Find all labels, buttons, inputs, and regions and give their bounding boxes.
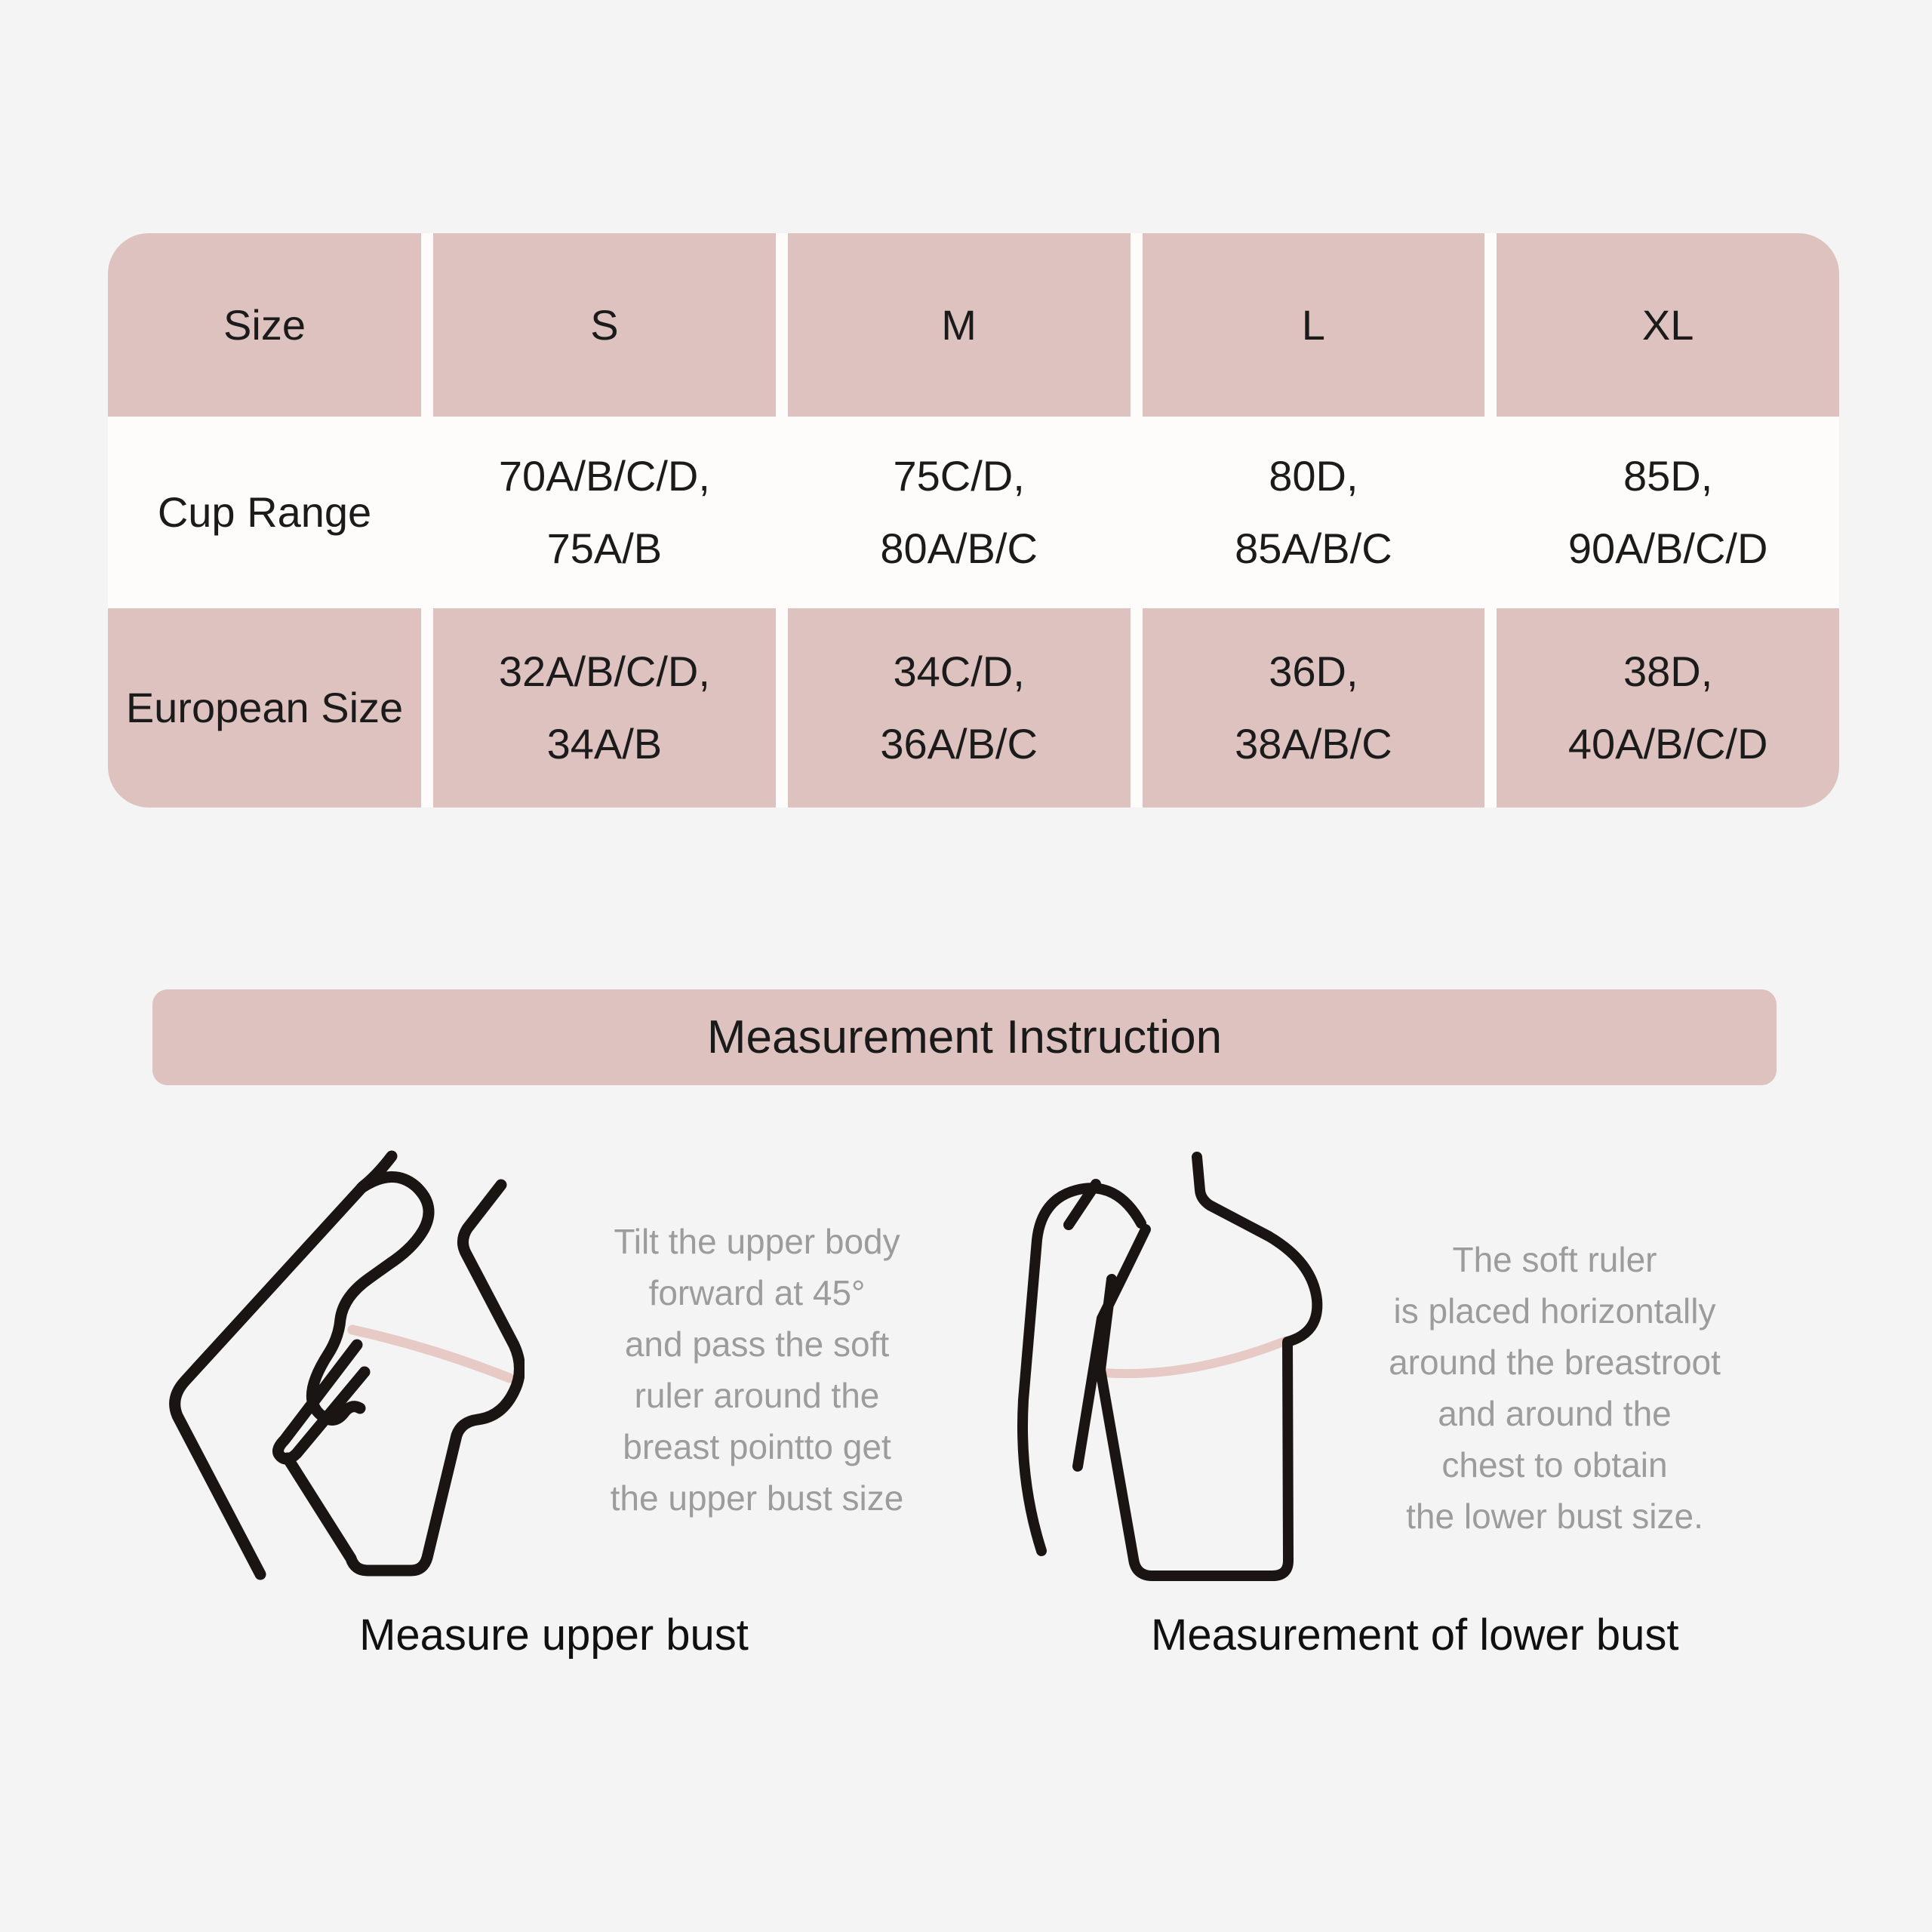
size-table: Size S M L XL Cup Range 70A/B/C/D, 75A/B… (108, 233, 1839, 808)
row-label-cup-range: Cup Range (108, 417, 421, 608)
cell-european-xl: 38D, 40A/B/C/D (1497, 608, 1839, 808)
instruction-line: is placed horizontally (1393, 1291, 1716, 1331)
cell-line: 36D, (1269, 648, 1358, 695)
cell-european-l: 36D, 38A/B/C (1142, 608, 1485, 808)
cell-line: 34A/B (546, 720, 663, 768)
table-header-xl-label: XL (1641, 300, 1694, 349)
cell-line: 38A/B/C (1235, 720, 1392, 768)
cell-cup-range-m: 75C/D, 80A/B/C (788, 417, 1131, 608)
instruction-line: The soft ruler (1452, 1240, 1657, 1279)
instruction-line: and pass the soft (624, 1324, 890, 1364)
cell-european-m: 34C/D, 36A/B/C (787, 608, 1131, 808)
torso-body-outline (1095, 1231, 1323, 1581)
cell-cup-range-l: 80D, 85A/B/C (1143, 417, 1485, 608)
cell-line: 75C/D, (893, 452, 1025, 500)
caption-text: Measure upper bust (359, 1611, 749, 1660)
bent-figure-illustration (169, 1150, 525, 1580)
caption-measure-upper-bust: Measure upper bust (328, 1609, 780, 1662)
torso-figure-illustration (1017, 1152, 1323, 1581)
figure-head-chest-line (306, 1171, 435, 1426)
cell-line: 32A/B/C/D, (498, 648, 710, 695)
instruction-line: forward at 45° (648, 1273, 866, 1312)
table-header-xl: XL (1497, 233, 1839, 417)
torso-right-strap-line (1192, 1152, 1274, 1241)
cell-line: 40A/B/C/D (1567, 720, 1768, 768)
upper-bust-instruction-text: Tilt the upper body forward at 45° and p… (531, 1216, 983, 1524)
cell-line: 80D, (1269, 452, 1358, 500)
cell-cup-range-s: 70A/B/C/D, 75A/B (433, 417, 776, 608)
instruction-line: Tilt the upper body (614, 1222, 900, 1261)
cell-line: 70A/B/C/D, (498, 452, 710, 500)
table-header-l: L (1142, 233, 1485, 417)
cell-cup-range-xl: 85D, 90A/B/C/D (1497, 417, 1839, 608)
caption-measurement-lower-bust: Measurement of lower bust (1151, 1609, 1679, 1662)
cell-line: 38D, (1623, 648, 1713, 695)
cell-line: 90A/B/C/D (1567, 525, 1768, 572)
caption-text: Measurement of lower bust (1151, 1611, 1679, 1660)
table-header-s: S (433, 233, 776, 417)
measuring-tape-line (1098, 1337, 1290, 1379)
cell-line: 36A/B/C (880, 720, 1038, 768)
instruction-line: breast pointto get (623, 1427, 891, 1466)
instruction-line: the upper bust size (610, 1478, 904, 1518)
figure-back-leg-line (169, 1150, 398, 1580)
torso-arm-outer-line (1017, 1183, 1146, 1556)
table-header-size-label: Size (223, 300, 306, 349)
instruction-line: the lower bust size. (1406, 1497, 1703, 1536)
instruction-line: ruler around the (634, 1376, 880, 1415)
cell-line: 75A/B (546, 525, 663, 572)
cell-line: 34C/D, (893, 648, 1025, 695)
cell-european-s: 32A/B/C/D, 34A/B (433, 608, 776, 808)
instruction-line: and around the (1438, 1394, 1672, 1433)
table-header-s-label: S (590, 300, 619, 349)
cell-line: 85D, (1623, 452, 1713, 500)
figure-hip-thigh-line (281, 1179, 525, 1577)
measuring-tape-line (347, 1324, 515, 1383)
table-header-m: M (787, 233, 1131, 417)
european-size-label: European Size (125, 684, 404, 731)
instruction-line: chest to obtain (1441, 1445, 1668, 1484)
instruction-line: around the breastroot (1389, 1343, 1721, 1382)
measurement-instruction-banner: Measurement Instruction (152, 989, 1777, 1085)
cell-line: 80A/B/C (880, 525, 1038, 572)
cell-line: 85A/B/C (1235, 525, 1392, 572)
row-label-european-size: European Size (108, 608, 421, 808)
cup-range-label: Cup Range (157, 488, 372, 536)
table-header-size: Size (108, 233, 421, 417)
table-header-m-label: M (941, 300, 977, 349)
table-header-l-label: L (1301, 300, 1325, 349)
lower-bust-instruction-text: The soft ruler is placed horizontally ar… (1328, 1234, 1781, 1542)
banner-title: Measurement Instruction (706, 1011, 1223, 1063)
